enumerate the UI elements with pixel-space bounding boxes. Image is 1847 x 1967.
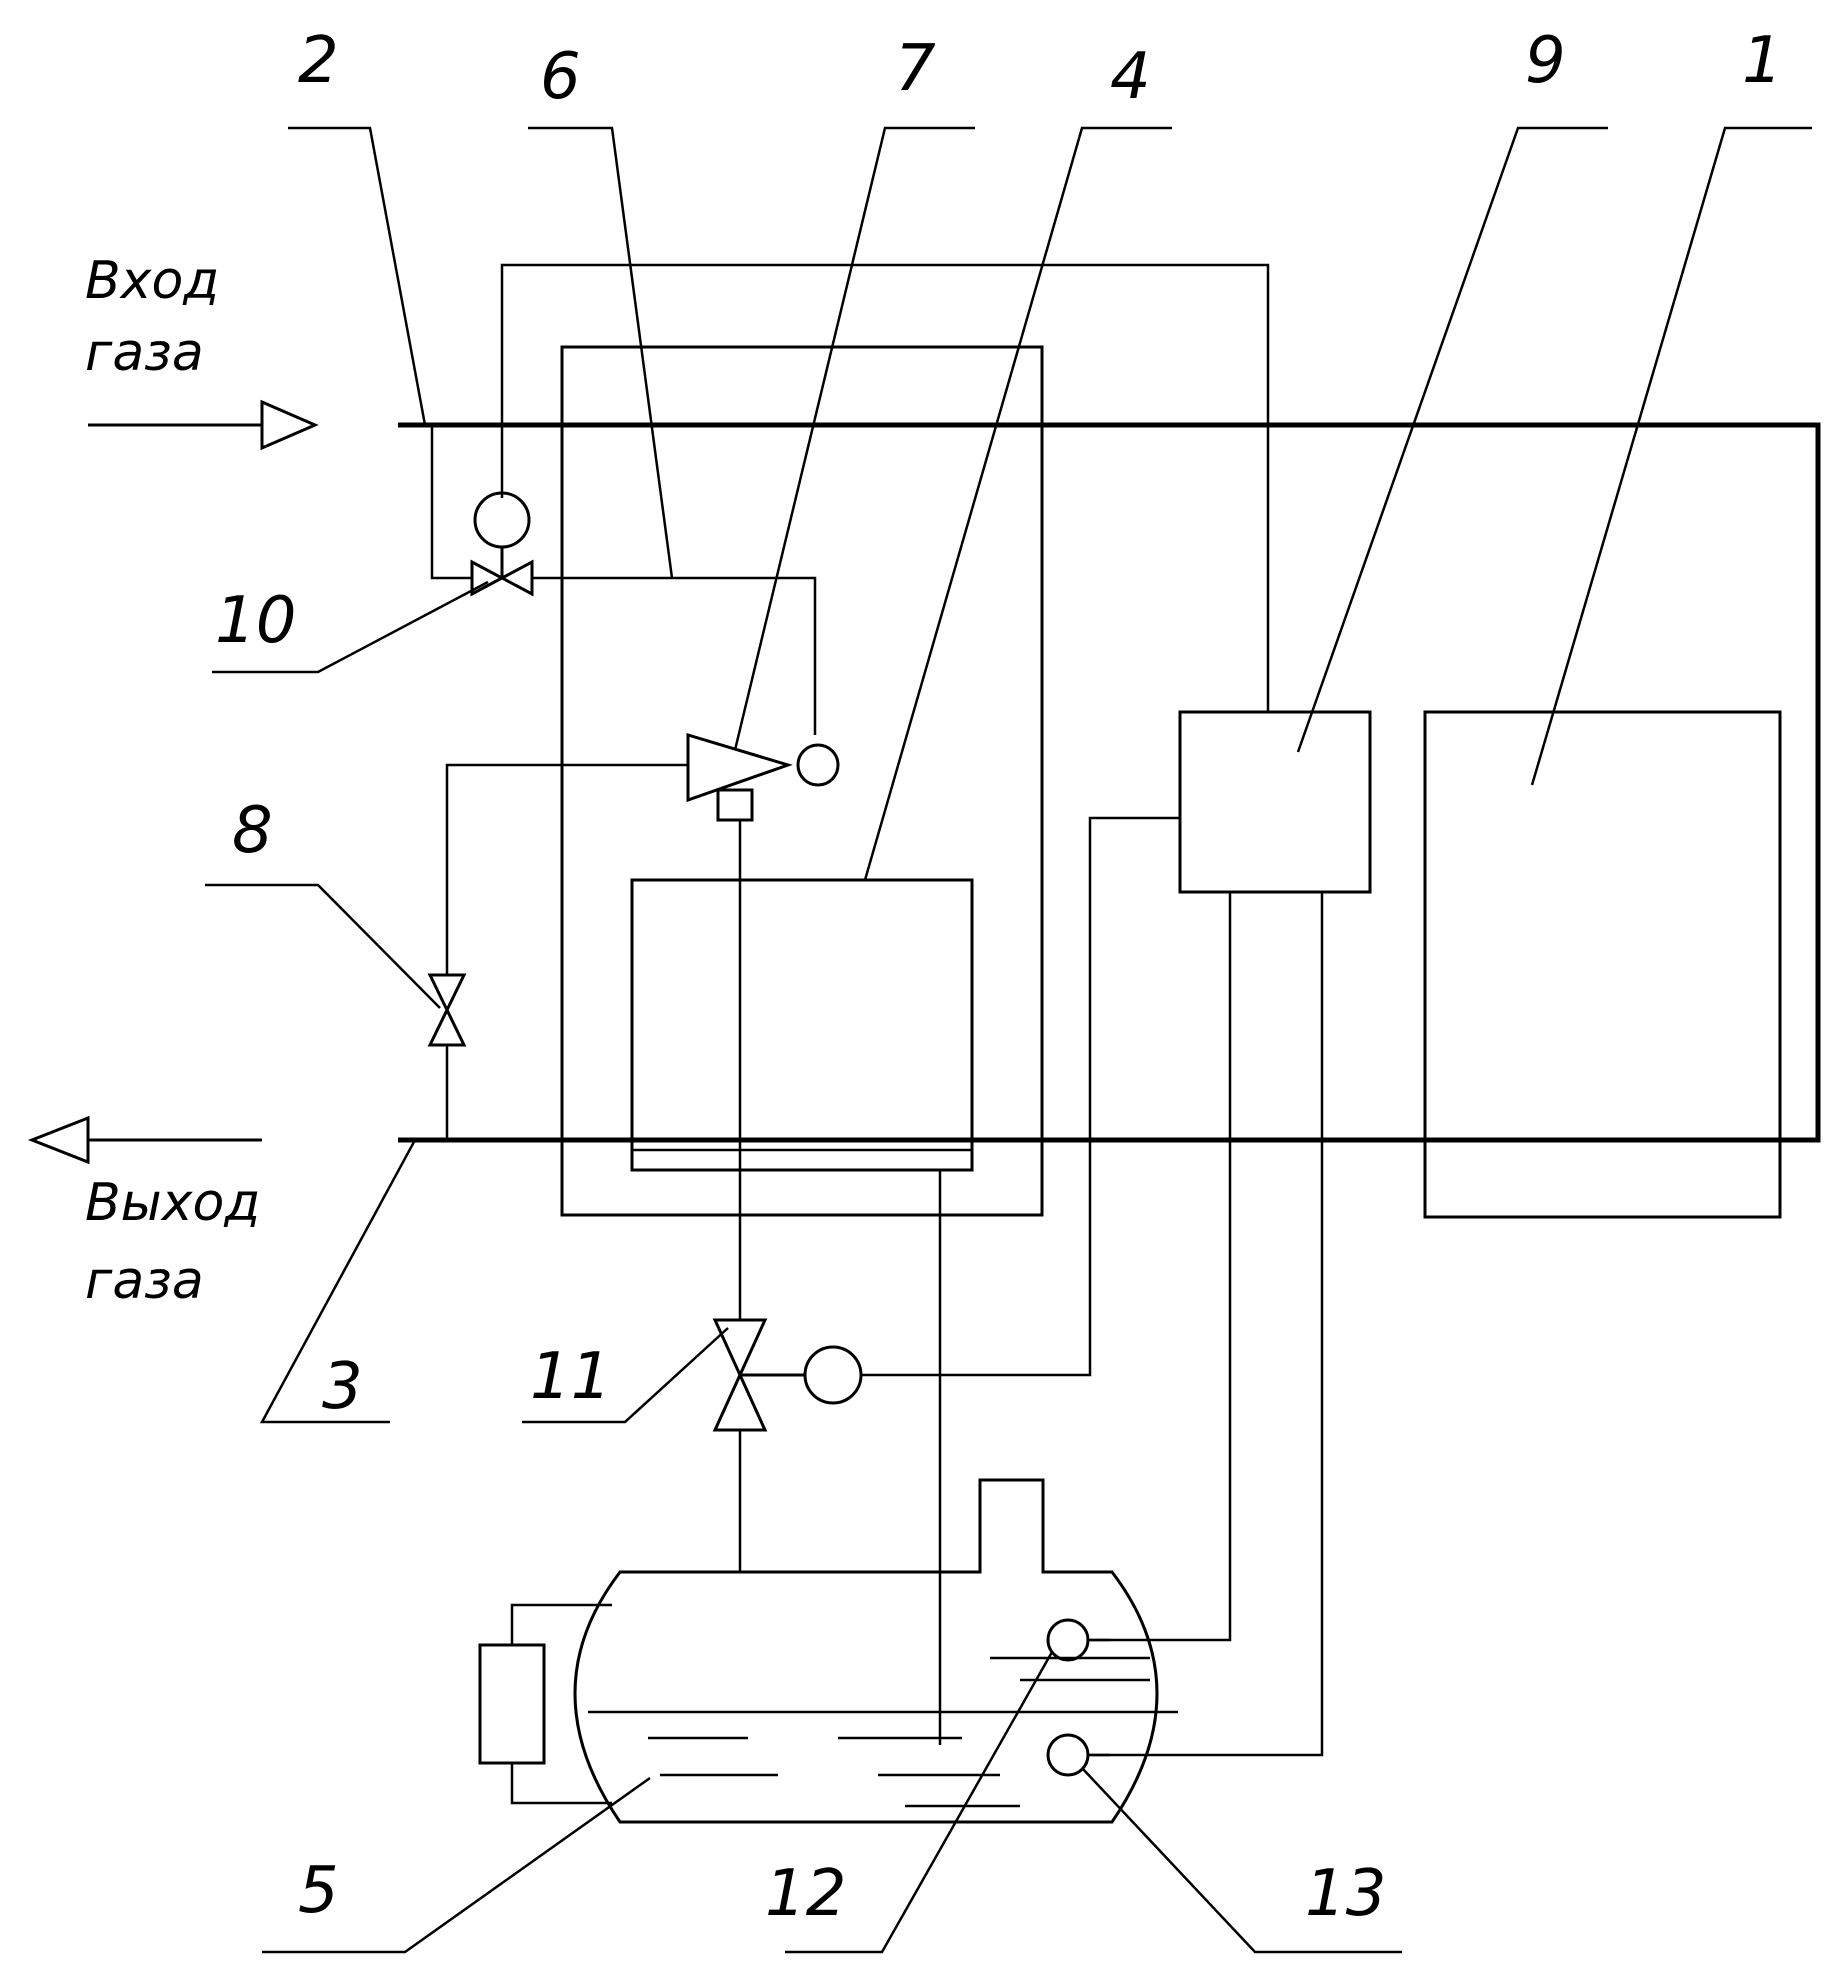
supply-line-6 — [532, 578, 815, 735]
control-unit-9 — [1180, 712, 1370, 892]
valve-10 — [472, 493, 532, 594]
callout-8: 8 — [232, 794, 273, 868]
level-sensor-12 — [1048, 1620, 1088, 1660]
callout-1: 1 — [1742, 24, 1783, 98]
signal-line-11 — [861, 818, 1180, 1375]
signal-line-13 — [1090, 892, 1322, 1755]
callout-10: 10 — [215, 584, 296, 658]
callout-5: 5 — [298, 1854, 339, 1928]
storage-tank-5 — [575, 1480, 1178, 1822]
callout-9: 9 — [1525, 24, 1566, 98]
signal-line-12 — [1090, 892, 1230, 1640]
ejector-7 — [688, 735, 838, 820]
callout-7: 7 — [895, 32, 936, 106]
branch-line-10 — [432, 425, 472, 578]
callout-2: 2 — [298, 24, 339, 98]
callout-6: 6 — [540, 40, 581, 114]
gas-inlet-arrow — [88, 402, 315, 448]
callout-3: 3 — [322, 1350, 363, 1424]
valve-8 — [430, 975, 464, 1045]
callout-4: 4 — [1110, 40, 1151, 114]
gas-outlet-arrow — [32, 1118, 262, 1162]
callout-leaders — [205, 128, 1812, 1952]
vessel-4 — [632, 880, 972, 1170]
outlet-label-line1: Выход — [85, 1173, 260, 1233]
bypass-line-up — [447, 765, 688, 975]
inlet-label-line2: газа — [85, 323, 204, 383]
callout-13: 13 — [1305, 1857, 1386, 1931]
signal-line-top — [502, 265, 1268, 712]
callout-12: 12 — [765, 1857, 846, 1931]
outlet-label-line2: газа — [85, 1251, 204, 1311]
valve-11 — [715, 1320, 861, 1430]
inlet-label-line1: Вход — [85, 251, 219, 311]
callout-11: 11 — [530, 1340, 611, 1414]
